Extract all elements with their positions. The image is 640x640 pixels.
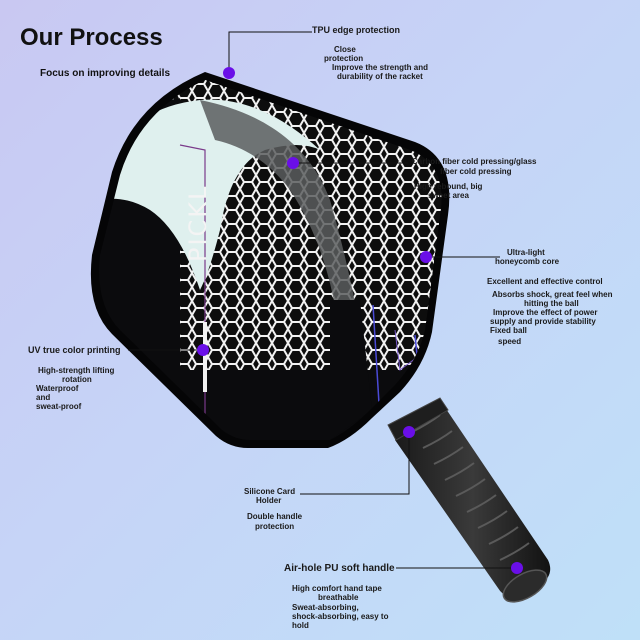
uv-desc4: and <box>36 393 51 402</box>
carbon-desc1: High rebound, big <box>414 182 483 191</box>
tpu-line1: Close <box>334 45 356 54</box>
paddle-face <box>90 72 450 448</box>
handle-label: Air-hole PU soft handle <box>284 563 395 574</box>
marker-handle-dot <box>511 562 523 574</box>
handle-desc3: Sweat-absorbing, <box>292 603 359 612</box>
marker-silicone-dot <box>403 426 415 438</box>
honeycomb-desc2: Absorbs shock, great feel when <box>492 290 613 299</box>
uv-label: UV true color printing <box>28 345 121 355</box>
page-title: Our Process <box>20 24 163 51</box>
silicone-label-2: Holder <box>256 496 282 505</box>
uv-desc1: High-strength lifting <box>38 366 115 375</box>
honeycomb-desc1: Excellent and effective control <box>487 277 603 286</box>
handle-desc2: breathable <box>318 593 359 602</box>
paddle-brand-text: PICKL <box>184 184 212 262</box>
honeycomb-desc4: Improve the effect of power <box>493 308 598 317</box>
handle-desc1: High comfort hand tape <box>292 584 382 593</box>
marker-uv-dot <box>197 344 209 356</box>
marker-tpu-dot <box>223 67 235 79</box>
honeycomb-desc7: speed <box>498 337 522 346</box>
uv-desc2: rotation <box>62 375 92 384</box>
carbon-label: Carbon fiber cold pressing/glass <box>412 157 537 166</box>
leader-lines <box>128 31 517 569</box>
tpu-label: TPU edge protection <box>312 25 401 35</box>
honeycomb-label: Ultra-light <box>507 248 545 257</box>
silicone-desc1: Double handle <box>247 512 303 521</box>
page-subtitle: Focus on improving details <box>40 68 171 79</box>
tpu-line4: durability of the racket <box>337 72 423 81</box>
tpu-line3: Improve the strength and <box>332 63 429 72</box>
honeycomb-desc6: Fixed ball <box>490 326 527 335</box>
carbon-desc2: sweet area <box>428 191 469 200</box>
marker-honeycomb-dot <box>420 251 432 263</box>
handle-desc4: shock-absorbing, easy to <box>292 612 389 621</box>
honeycomb-desc5: supply and provide stability <box>490 317 596 326</box>
tpu-line2: protection <box>324 54 364 63</box>
callout-markers <box>197 67 523 574</box>
silicone-desc2: protection <box>255 522 295 531</box>
uv-desc5: sweat-proof <box>36 402 82 411</box>
uv-desc3: Waterproof <box>36 384 79 393</box>
handle-desc5: hold <box>292 621 309 630</box>
carbon-label-2: fiber cold pressing <box>440 167 512 176</box>
marker-carbon-dot <box>287 157 299 169</box>
honeycomb-desc3: hitting the ball <box>524 299 579 308</box>
honeycomb-label-2: honeycomb core <box>495 257 560 266</box>
silicone-label: Silicone Card <box>244 487 296 496</box>
paddle-handle <box>387 397 551 603</box>
